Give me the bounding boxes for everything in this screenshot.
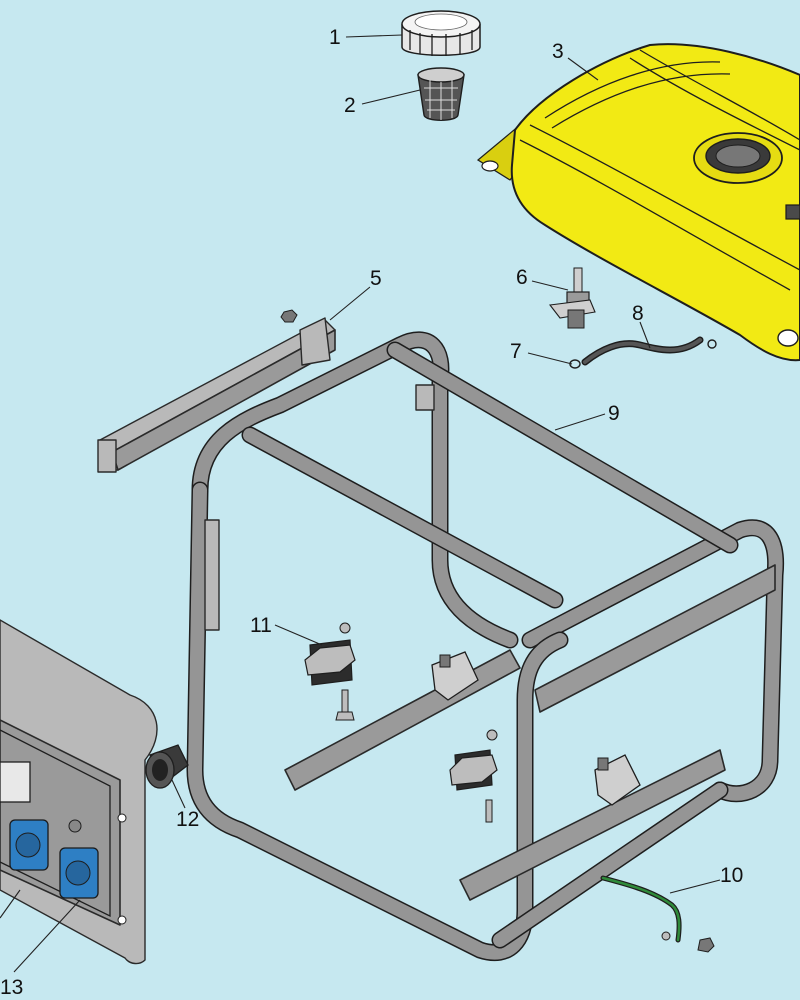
fuel-hose [581,336,704,366]
fuel-strainer [417,67,465,121]
callout-12: 12 [176,808,199,831]
fuel-valve [548,267,596,329]
callout-7: 7 [510,340,522,363]
callout-11: 11 [250,614,272,637]
grommet [145,744,189,789]
fuel-tank [476,43,800,362]
power-socket [9,819,49,871]
callout-2: 2 [344,94,356,117]
callout-5: 5 [370,267,382,290]
callout-10: 10 [720,864,743,887]
callout-labels: 1 2 3 5 6 7 8 9 10 11 12 13 [0,26,743,999]
control-panel [0,619,158,965]
callout-6: 6 [516,266,528,289]
callout-13: 13 [0,976,23,999]
mounting-bracket [97,309,336,473]
leader-lines [0,34,721,973]
callout-1: 1 [329,26,341,49]
callout-9: 9 [608,402,620,425]
ground-wire [600,875,715,953]
vibration-mount [304,622,356,721]
frame [186,331,785,962]
bolt [280,309,298,323]
power-socket [59,847,99,899]
callout-3: 3 [552,40,564,63]
engine-mount [594,754,641,806]
engine-mount [431,651,479,701]
callout-8: 8 [632,302,644,325]
vibration-mount [449,729,498,823]
fuel-cap [401,10,481,56]
